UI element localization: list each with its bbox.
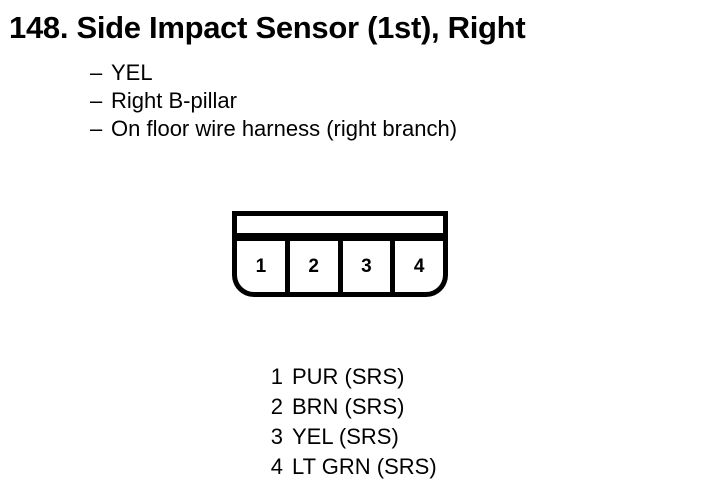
connector-cavity-row: 1 2 3 4 — [232, 237, 448, 297]
connector-cavity-3: 3 — [337, 241, 391, 292]
list-item: – YEL — [90, 59, 457, 87]
page-title: 148. Side Impact Sensor (1st), Right — [9, 10, 526, 45]
connector-latch-bar — [232, 211, 448, 238]
list-item: – On floor wire harness (right branch) — [90, 115, 457, 143]
attribute-location: Right B-pillar — [111, 88, 237, 113]
attribute-harness: On floor wire harness (right branch) — [111, 116, 458, 141]
connector-cavity-4: 4 — [390, 241, 443, 292]
pin-number: 1 — [270, 364, 283, 389]
pin-legend-row: 2 BRN (SRS) — [266, 392, 437, 422]
pin-number: 2 — [270, 394, 283, 419]
pin-number: 3 — [270, 424, 283, 449]
pin-legend-row: 4 LT GRN (SRS) — [266, 452, 437, 482]
attribute-list: – YEL – Right B-pillar – On floor wire h… — [90, 59, 457, 143]
pin-legend: 1 PUR (SRS) 2 BRN (SRS) 3 YEL (SRS) 4 LT… — [266, 362, 437, 482]
pin-number: 4 — [270, 454, 283, 479]
pin-label: YEL (SRS) — [292, 424, 399, 449]
connector-cavity-1: 1 — [255, 255, 267, 277]
pin-legend-row: 1 PUR (SRS) — [266, 362, 437, 392]
pin-label: PUR (SRS) — [292, 364, 405, 389]
pin-label: BRN (SRS) — [292, 394, 405, 419]
dash-icon: – — [90, 116, 103, 141]
connector-diagram: 1 2 3 4 — [232, 211, 448, 297]
connector-cavity-2: 2 — [284, 241, 338, 292]
list-item: – Right B-pillar — [90, 87, 457, 115]
dash-icon: – — [90, 60, 103, 85]
pin-label: LT GRN (SRS) — [292, 454, 437, 479]
dash-icon: – — [90, 88, 103, 113]
pin-legend-row: 3 YEL (SRS) — [266, 422, 437, 452]
attribute-wire-color: YEL — [111, 60, 153, 85]
